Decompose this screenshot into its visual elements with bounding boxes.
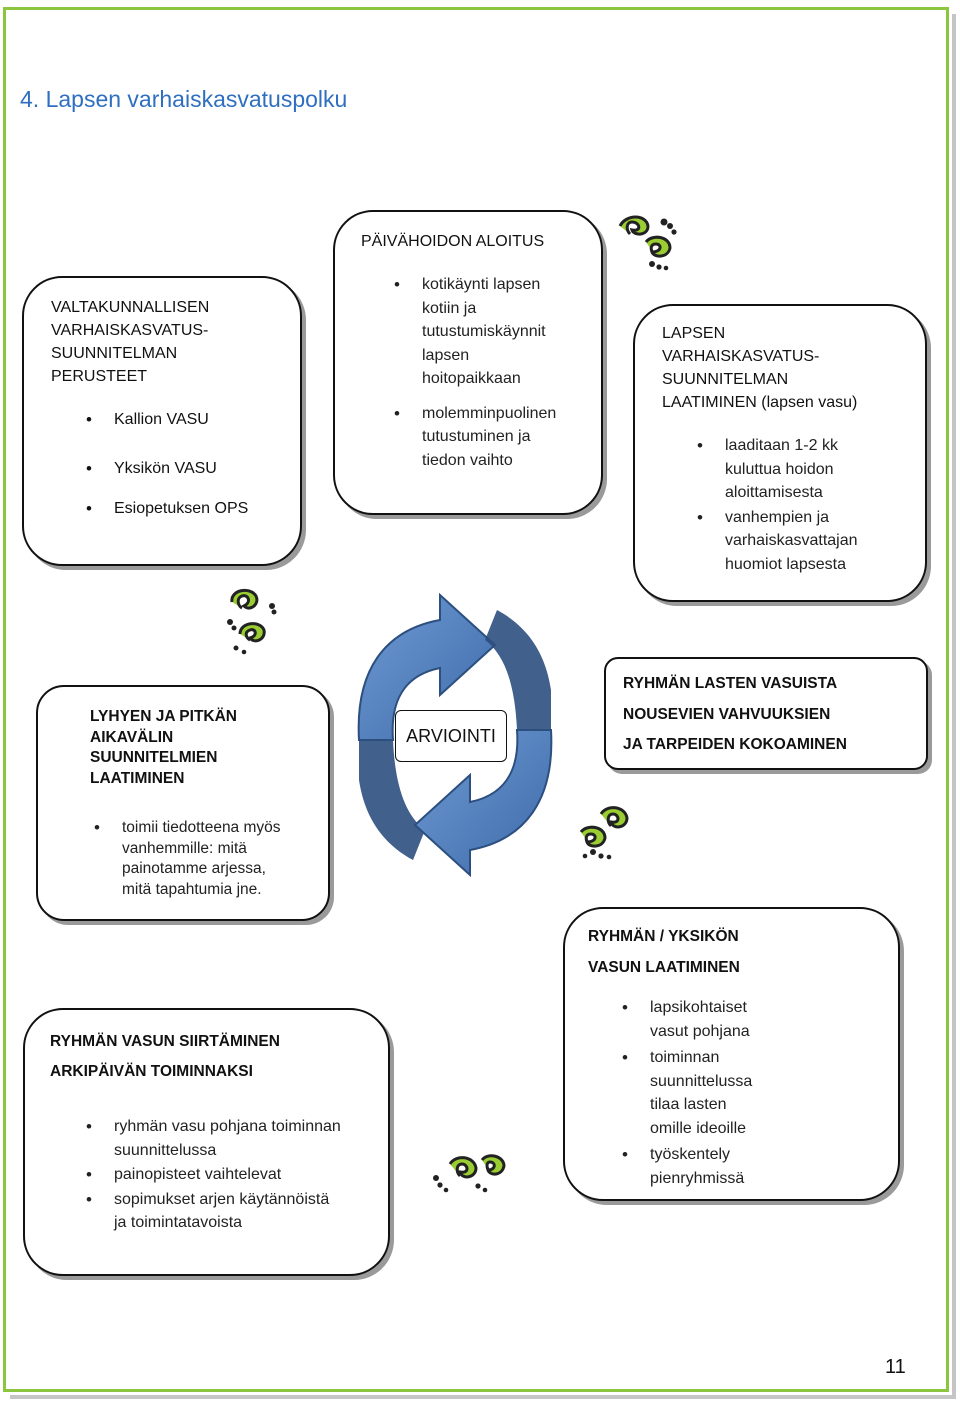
box-ryhman-lasten: RYHMÄN LASTEN VASUISTA NOUSEVIEN VAHVUUK… — [604, 657, 928, 770]
item-list: kotikäynti lapsen kotiin ja tutustumiskä… — [392, 273, 601, 472]
box-siirtaminen: RYHMÄN VASUN SIIRTÄMINEN ARKIPÄIVÄN TOIM… — [23, 1008, 390, 1276]
item-list: toimii tiedotteena myös vanhemmille: mit… — [92, 818, 328, 900]
item-list: Kallion VASU Yksikön VASU Esiopetuksen O… — [84, 408, 300, 521]
box-lyhyen-ja-pitkan: LYHYEN JA PITKÄN AIKAVÄLIN SUUNNITELMIEN… — [36, 685, 330, 921]
list-item: molemminpuolinen tutustuminen ja tiedon … — [392, 402, 601, 473]
list-item: Kallion VASU — [84, 408, 300, 432]
box-lapsen-vasu: LAPSEN VARHAISKASVATUS- SUUNNITELMAN LAA… — [633, 304, 927, 602]
box-title: RYHMÄN VASUN SIIRTÄMINEN ARKIPÄIVÄN TOIM… — [50, 1027, 388, 1087]
list-item: painopisteet vaihtelevat — [84, 1163, 388, 1187]
box-title: RYHMÄN / YKSIKÖN VASUN LAATIMINEN — [588, 922, 898, 983]
list-item: sopimukset arjen käytännöistä ja toimint… — [84, 1188, 388, 1235]
page-title: 4. Lapsen varhaiskasvatuspolku — [20, 86, 347, 113]
list-item: laaditaan 1-2 kk kuluttua hoidon aloitta… — [695, 434, 925, 505]
page-number: 11 — [885, 1356, 906, 1379]
list-item: toiminnan suunnittelussa tilaa lasten om… — [620, 1046, 898, 1140]
list-item: toimii tiedotteena myös vanhemmille: mit… — [92, 818, 328, 900]
footprints-icon — [430, 1150, 510, 1200]
list-item: työskentely pienryhmissä — [620, 1143, 898, 1190]
list-item: ryhmän vasu pohjana toiminnan suunnittel… — [84, 1115, 388, 1162]
box-arviointi: ARVIOINTI — [395, 710, 507, 762]
box-title: VALTAKUNNALLISEN VARHAISKASVATUS- SUUNNI… — [51, 296, 300, 388]
box-title-suffix: (lapsen vasu) — [761, 394, 857, 411]
item-list: lapsikohtaiset vasut pohjana toiminnan s… — [620, 996, 898, 1190]
item-list: ryhmän vasu pohjana toiminnan suunnittel… — [84, 1115, 388, 1235]
footprints-icon — [222, 582, 282, 657]
list-item: lapsikohtaiset vasut pohjana — [620, 996, 898, 1043]
list-item: Yksikön VASU — [84, 457, 300, 481]
box-ryhman-yksikon: RYHMÄN / YKSIKÖN VASUN LAATIMINEN lapsik… — [563, 907, 900, 1201]
box-title: LYHYEN JA PITKÄN AIKAVÄLIN SUUNNITELMIEN… — [90, 707, 328, 789]
footprints-icon — [612, 212, 682, 272]
list-item: vanhempien ja varhaiskasvattajan huomiot… — [695, 506, 925, 577]
arviointi-label: ARVIOINTI — [406, 726, 496, 747]
box-paivahoidon-aloitus: PÄIVÄHOIDON ALOITUS kotikäynti lapsen ko… — [333, 210, 603, 515]
box-title: PÄIVÄHOIDON ALOITUS — [361, 230, 601, 253]
box-title: LAPSEN VARHAISKASVATUS- SUUNNITELMAN LAA… — [662, 322, 925, 414]
box-valtakunnallinen: VALTAKUNNALLISEN VARHAISKASVATUS- SUUNNI… — [22, 276, 302, 566]
item-list: laaditaan 1-2 kk kuluttua hoidon aloitta… — [695, 434, 925, 576]
list-item: Esiopetuksen OPS — [84, 497, 300, 521]
box-title: RYHMÄN LASTEN VASUISTA NOUSEVIEN VAHVUUK… — [623, 669, 926, 761]
list-item: kotikäynti lapsen kotiin ja tutustumiskä… — [392, 273, 601, 391]
footprints-icon — [575, 802, 640, 862]
